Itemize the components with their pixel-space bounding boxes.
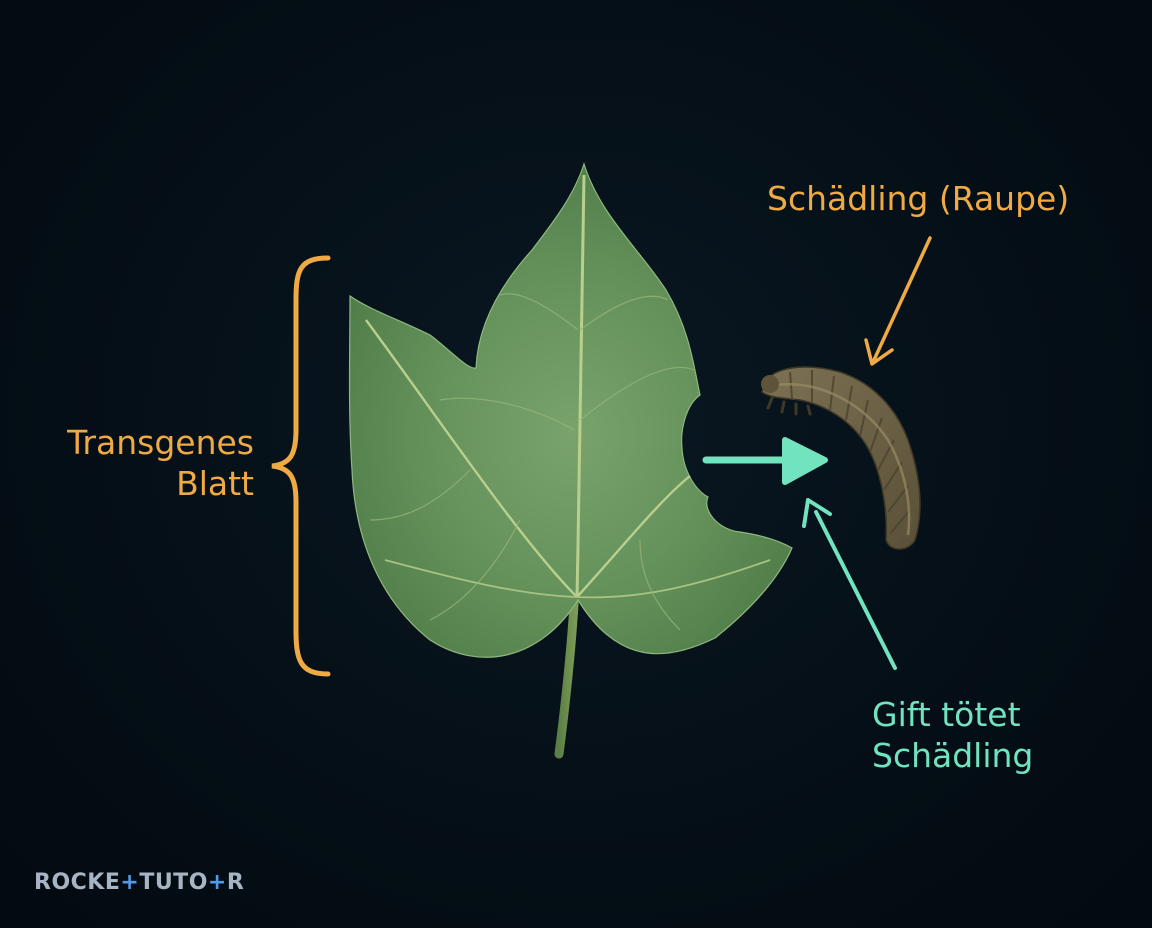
poison-label-line2: Schädling xyxy=(872,736,1034,776)
brand-logo-plus: + xyxy=(120,870,140,895)
leaf-vein-main xyxy=(575,174,586,598)
leaf-blade xyxy=(348,162,793,658)
pest-arrow-head xyxy=(864,338,894,366)
poison-arrows xyxy=(702,437,897,670)
caterpillar-head xyxy=(761,375,779,393)
leaf-label-line2: Blatt xyxy=(176,464,254,504)
brand-logo-part2: TUTO xyxy=(139,870,208,895)
leaf-label-line1: Transgenes xyxy=(67,423,254,462)
leaf-vein-lower-left xyxy=(384,559,578,598)
leaf-vein-lower-right xyxy=(576,559,771,599)
brand-logo-plus2: + xyxy=(207,870,227,895)
pest-arrow xyxy=(864,236,932,366)
pest-label: Schädling (Raupe) xyxy=(767,179,1070,218)
brand-logo: ROCKE+TUTO+R xyxy=(34,870,244,895)
leaf-vein-left xyxy=(365,319,578,598)
leaf-bracket xyxy=(271,255,331,677)
caterpillar-illustration xyxy=(761,366,921,550)
brand-logo-part3: R xyxy=(226,870,245,895)
brand-logo-part1: ROCKE xyxy=(34,870,121,895)
caterpillar-stripe xyxy=(771,383,911,536)
caterpillar-legs xyxy=(766,396,812,416)
pest-arrow-line xyxy=(872,236,932,362)
leaf-label: Transgenes Blatt xyxy=(67,422,254,505)
leaf-vein-minor xyxy=(369,293,695,631)
poison-arrow-diagonal-head xyxy=(802,498,832,528)
leaf-illustration xyxy=(348,162,793,658)
poison-arrow-horizontal-head xyxy=(782,437,828,485)
caterpillar-body xyxy=(761,366,921,550)
poison-label-line1: Gift tötet xyxy=(872,695,1021,734)
leaf-stem xyxy=(554,585,580,759)
poison-label: Gift tötet Schädling xyxy=(872,694,1033,777)
poison-arrow-diagonal xyxy=(814,510,897,670)
leaf-vein-right xyxy=(576,475,691,598)
